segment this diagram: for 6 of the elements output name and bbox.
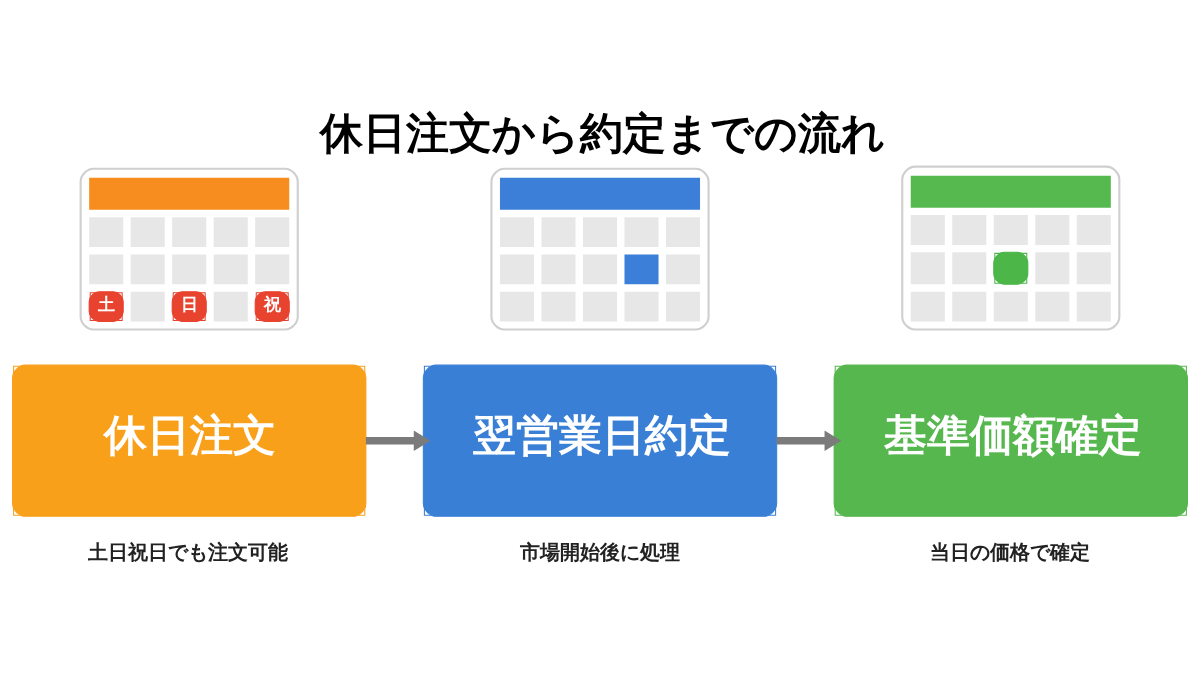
arrow <box>365 429 431 451</box>
node-label: 市場開始後に処理 <box>519 539 680 564</box>
node-label: 当日の価格で確定 <box>929 539 1090 564</box>
node-label: 土日祝日でも注文可能 <box>88 539 289 564</box>
arrow <box>776 429 842 451</box>
diagram-title: 休日注文から約定までの流れ <box>320 107 886 157</box>
